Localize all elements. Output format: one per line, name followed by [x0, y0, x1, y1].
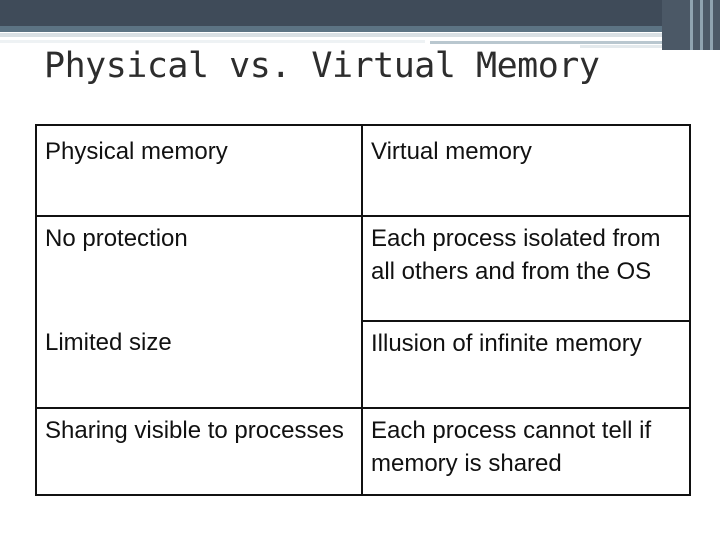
- table-cell: Each process isolated from all others an…: [371, 225, 661, 285]
- header-accent-stripe: [430, 41, 666, 44]
- slide-header-bar: [0, 0, 720, 26]
- table-cell: Each process cannot tell if memory is sh…: [371, 417, 652, 477]
- header-accent-stripe: [0, 40, 425, 43]
- table-cell: Limited size: [36, 321, 363, 409]
- table-cell: Sharing visible to processes: [36, 408, 363, 495]
- header-accent-stripe: [580, 45, 665, 48]
- table-cell: Illusion of infinite memory: [362, 320, 690, 409]
- header-accent-stripe: [0, 26, 690, 32]
- header-corner-decoration: [662, 0, 720, 50]
- slide-title: Physical vs. Virtual Memory: [44, 46, 600, 86]
- comparison-table: Physical memory Virtual memory No protec…: [35, 124, 691, 496]
- table-header-cell: Physical memory: [36, 125, 363, 217]
- table-cell: No protection: [36, 216, 363, 321]
- table-row: Sharing visible to processes Each proces…: [36, 408, 690, 495]
- table-row: No protection Each process isolated from…: [36, 216, 690, 321]
- table-header-row: Physical memory Virtual memory: [36, 125, 690, 217]
- header-accent-stripe: [0, 33, 665, 37]
- table-row: Limited size Illusion of infinite memory: [36, 320, 690, 409]
- table-header-cell: Virtual memory: [362, 125, 690, 217]
